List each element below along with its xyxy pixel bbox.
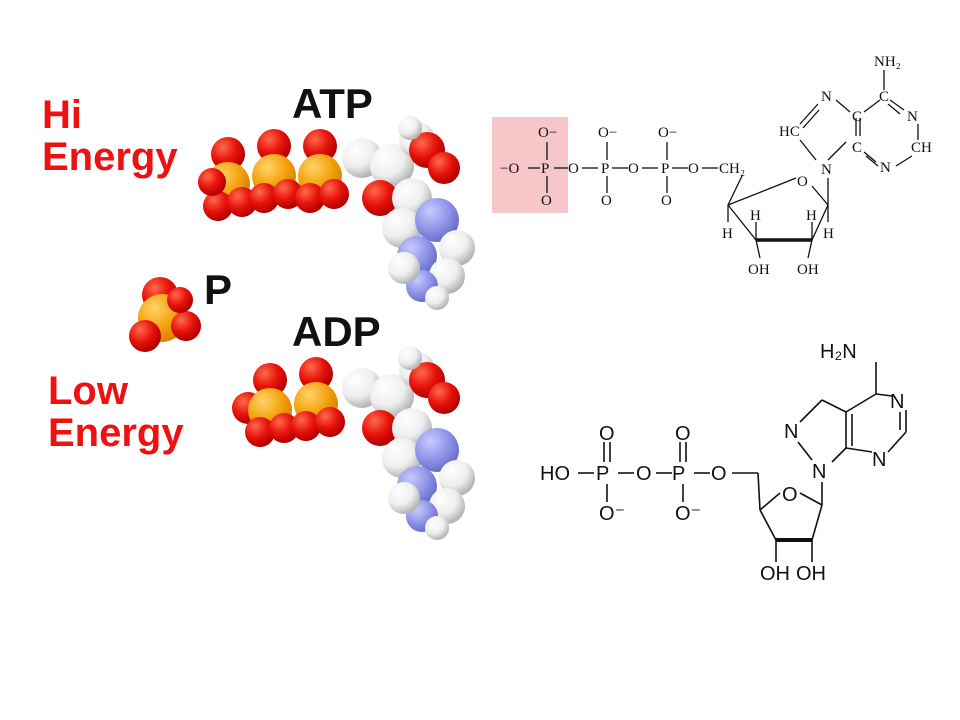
low-energy-label: Low Energy	[48, 370, 184, 454]
adp-o-minus-2: O⁻	[675, 503, 701, 525]
atp-h-1: H	[722, 226, 733, 242]
phosphate-label: P	[204, 266, 233, 313]
atp-p-3: P	[661, 161, 669, 177]
atp-minus-o: −O	[500, 161, 519, 177]
atp-ring-o: O	[797, 174, 808, 190]
adp-p-1: P	[596, 463, 609, 485]
atp-o-bridge-1: O	[568, 161, 579, 177]
energy-word-bottom: Energy	[48, 411, 184, 455]
atp-o-down-3: O	[661, 193, 672, 209]
atp-h-3: H	[806, 208, 817, 224]
atp-oh-2: OH	[797, 262, 819, 278]
atp-ch2: CH₂	[719, 161, 745, 177]
atp-hc: HC	[779, 124, 800, 140]
adp-n-1: N	[890, 391, 904, 413]
atp-nh2: NH₂	[874, 54, 901, 70]
atp-label: ATP	[292, 80, 373, 127]
atp-o-down-1: O	[541, 193, 552, 209]
atp-n-1: N	[907, 109, 918, 125]
atp-p-1: P	[541, 161, 549, 177]
adp-ho: HO	[540, 463, 570, 485]
atp-o-minus-3: O−	[658, 125, 677, 141]
low-word: Low	[48, 369, 128, 413]
atp-n-7: N	[821, 89, 832, 105]
atp-o-minus-1: O−	[538, 125, 557, 141]
atp-c-6: C	[879, 89, 889, 105]
atp-oh-1: OH	[748, 262, 770, 278]
atp-o-down-2: O	[601, 193, 612, 209]
atp-o-bridge-2: O	[628, 161, 639, 177]
atp-o-bridge-3: O	[688, 161, 699, 177]
adp-o-up-2: O	[675, 423, 691, 445]
hi-word: Hi	[42, 93, 82, 137]
terminal-phosphate-highlight	[492, 117, 568, 213]
adp-p-2: P	[672, 463, 685, 485]
adp-oh-2: OH	[796, 563, 826, 585]
adp-oh-1: OH	[760, 563, 790, 585]
adp-o-minus-1: O⁻	[599, 503, 625, 525]
free-phosphate-model	[129, 277, 201, 352]
adp-n-3: N	[872, 449, 886, 471]
adp-n-7: N	[784, 421, 798, 443]
atp-h-2: H	[750, 208, 761, 224]
adp-ring-o: O	[782, 484, 798, 506]
adp-n-9: N	[812, 461, 826, 483]
adp-model	[232, 346, 475, 540]
adp-o-bridge-1: O	[636, 463, 652, 485]
atp-n-3: N	[880, 160, 891, 176]
atp-c-5: C	[852, 109, 862, 125]
atp-model	[198, 116, 475, 310]
adp-label: ADP	[292, 308, 381, 355]
atp-c-4: C	[852, 140, 862, 156]
atp-o-minus-2: O−	[598, 125, 617, 141]
atp-p-2: P	[601, 161, 609, 177]
adp-h2n: H₂N	[820, 341, 857, 363]
atp-ch: CH	[911, 140, 932, 156]
energy-word-top: Energy	[42, 135, 178, 179]
adp-o-bridge-2: O	[711, 463, 727, 485]
atp-n-9: N	[821, 162, 832, 178]
atp-h-4: H	[823, 226, 834, 242]
adp-o-up-1: O	[599, 423, 615, 445]
hi-energy-label: Hi Energy	[42, 94, 178, 178]
